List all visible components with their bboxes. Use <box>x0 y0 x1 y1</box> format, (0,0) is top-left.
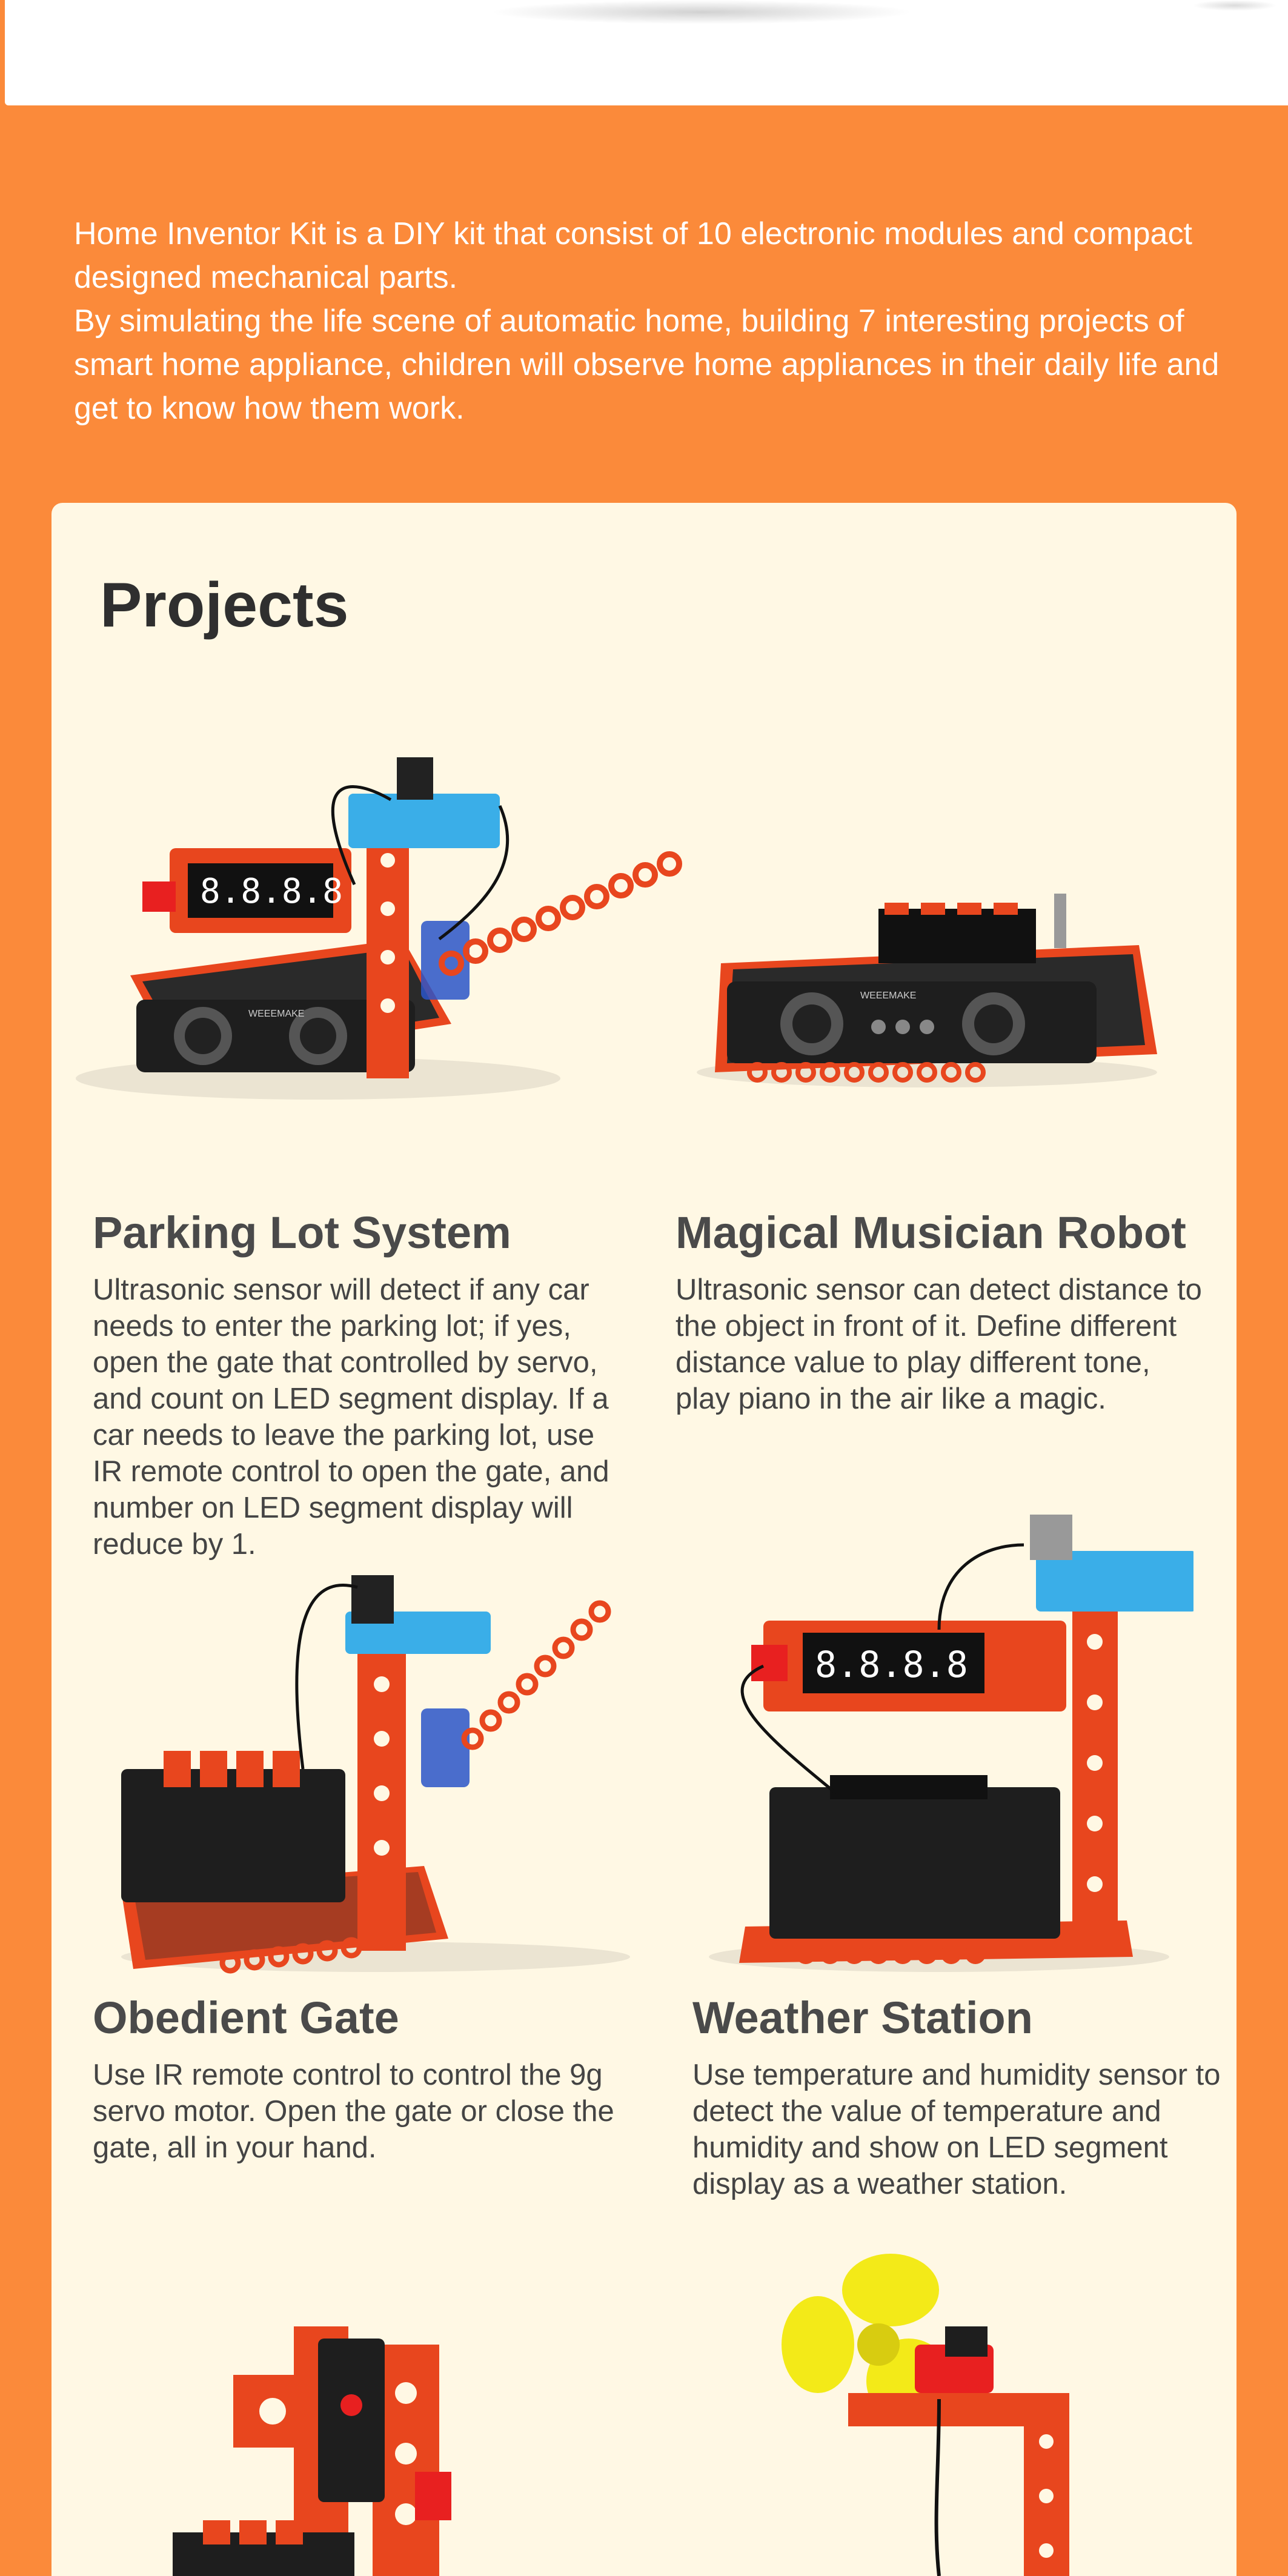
project-description: Use IR remote control to control the 9g … <box>93 2059 614 2164</box>
product-shadow <box>490 0 914 24</box>
parking-led-display: 8.8.8.8 <box>200 872 343 911</box>
project-description: Use temperature and humidity sensor to d… <box>692 2059 1221 2200</box>
project-description: Ultrasonic sensor can detect distance to… <box>676 1273 1202 1415</box>
obedient-gate-image <box>109 1551 679 1975</box>
project-description: Ultrasonic sensor will detect if any car… <box>93 1273 609 1561</box>
project-title: Parking Lot System <box>93 1207 511 1258</box>
project-weather-station: Weather Station Use temperature and humi… <box>692 1992 1226 2202</box>
intro-line-1: Home Inventor Kit is a DIY kit that cons… <box>74 216 1192 295</box>
fan-project-image-partial <box>769 2242 1109 2576</box>
product-shadow-small <box>1192 0 1277 11</box>
weather-led-display: 8.8.8.8 <box>815 1644 968 1686</box>
magical-musician-robot-image: WEEEMAKE <box>679 891 1175 1090</box>
servo-robot-image-partial <box>112 2302 548 2576</box>
projects-title: Projects <box>100 570 349 640</box>
parking-lot-system-image: WEEEMAKE 8.8.8.8 <box>64 739 700 1103</box>
projects-panel: Projects WEEEMAKE 8.8.8.8 <box>51 503 1237 2576</box>
top-image-card <box>5 0 1288 105</box>
project-obedient-gate: Obedient Gate Use IR remote control to c… <box>93 1992 626 2166</box>
project-magical-musician-robot: Magical Musician Robot Ultrasonic sensor… <box>676 1207 1209 1417</box>
intro-line-2: By simulating the life scene of automati… <box>74 304 1220 426</box>
project-title: Obedient Gate <box>93 1993 399 2043</box>
project-parking-lot-system: Parking Lot System Ultrasonic sensor wil… <box>93 1207 626 1562</box>
project-title: Magical Musician Robot <box>676 1207 1186 1258</box>
musician-brand-label: WEEEMAKE <box>860 991 916 1001</box>
parking-brand-label: WEEEMAKE <box>248 1009 304 1019</box>
intro-text: Home Inventor Kit is a DIY kit that cons… <box>74 212 1225 430</box>
weather-station-image: 8.8.8.8 <box>697 1509 1193 1975</box>
project-title: Weather Station <box>692 1993 1033 2043</box>
